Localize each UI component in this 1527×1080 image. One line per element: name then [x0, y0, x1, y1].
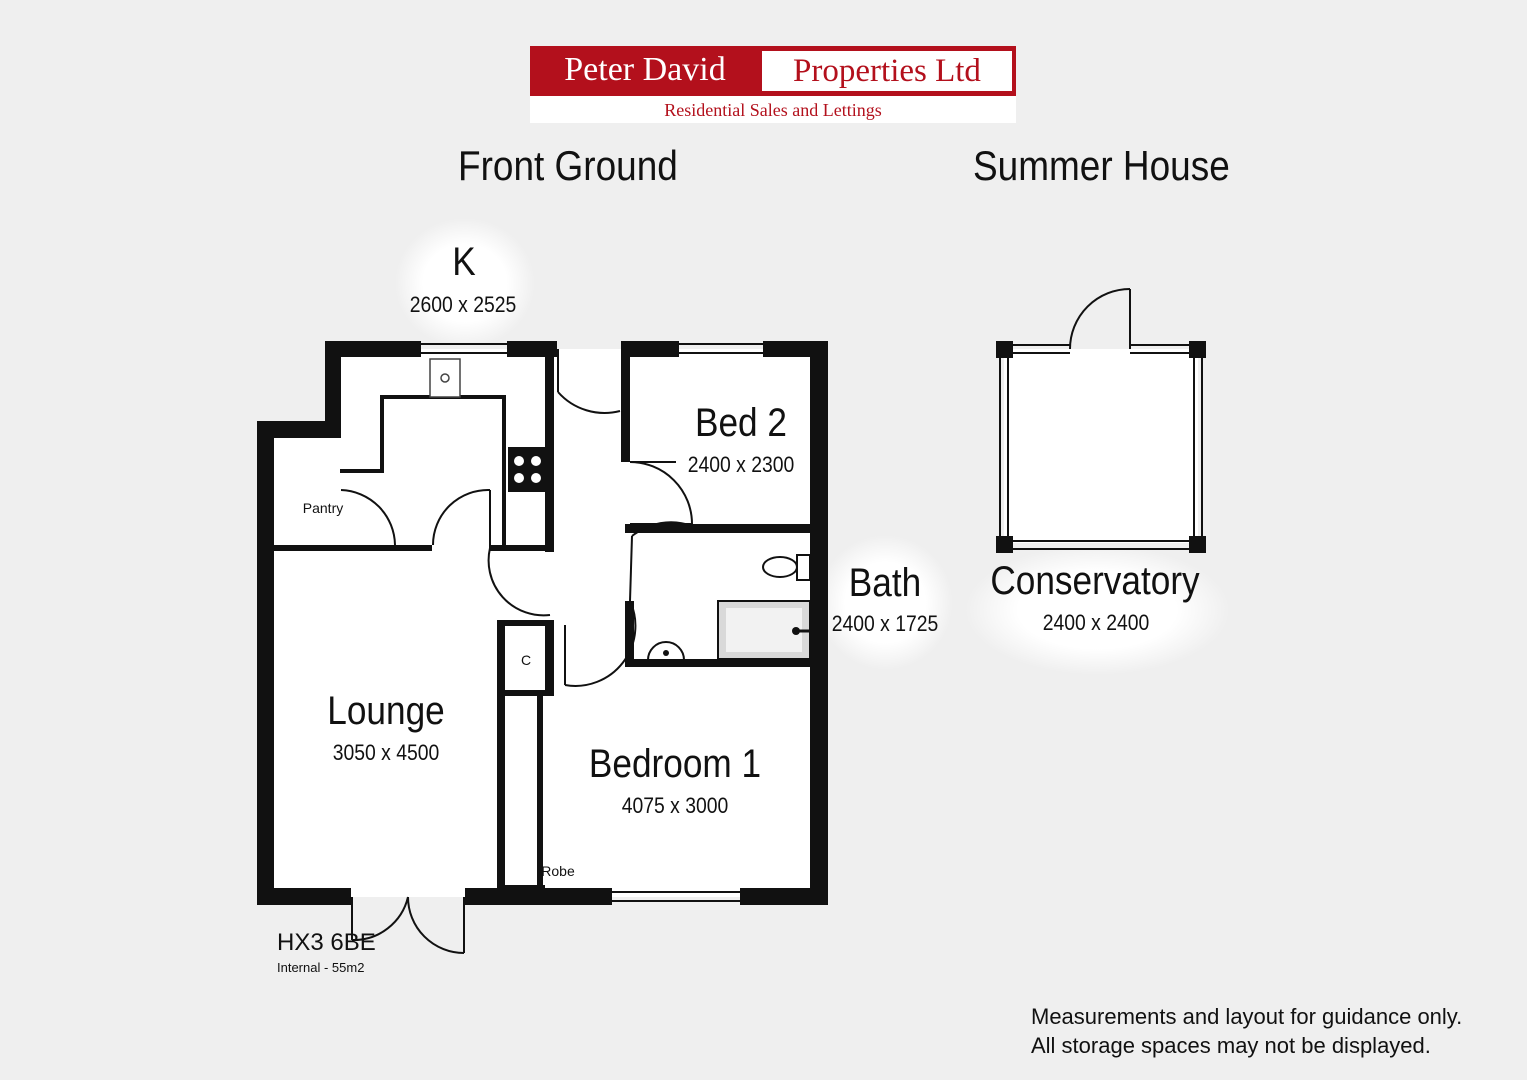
summer-house-plan: [996, 288, 1206, 553]
kitchen-fixtures: [429, 358, 546, 492]
exterior-walls: [257, 341, 828, 905]
summer-house-title: Summer House: [973, 142, 1230, 189]
logo-tagline: Residential Sales and Lettings: [530, 96, 1016, 123]
disclaimer-line-2: All storage spaces may not be displayed.: [1031, 1033, 1431, 1058]
kitchen-name: K: [452, 240, 476, 284]
front-ground-plan: [257, 341, 828, 954]
windows: [421, 343, 763, 902]
bathroom-fixtures: [646, 554, 811, 661]
conservatory-glazing: [999, 344, 1203, 550]
hob: [508, 447, 546, 492]
bath-name: Bath: [848, 561, 922, 605]
conservatory-dims: 2400 x 2400: [1042, 610, 1150, 635]
company-logo: Peter David Properties Ltd Residential S…: [530, 46, 1016, 123]
lounge-dims: 3050 x 4500: [332, 740, 440, 765]
bed2-dims: 2400 x 2300: [687, 452, 795, 477]
toilet: [762, 556, 798, 578]
conservatory-name: Conservatory: [990, 559, 1200, 603]
logo-name-right: Properties Ltd: [762, 51, 1012, 91]
conservatory-floor: [1004, 349, 1198, 543]
conservatory-door: [1069, 288, 1131, 350]
lounge-name: Lounge: [327, 689, 445, 733]
pantry-label: Pantry: [302, 500, 344, 516]
cupboard-label: C: [520, 652, 532, 668]
robe-label: Robe: [541, 863, 575, 879]
front-ground-title: Front Ground: [458, 142, 678, 189]
bedroom1-name: Bedroom 1: [588, 742, 762, 786]
bed2-name: Bed 2: [695, 401, 787, 445]
kitchen-label-glow: [395, 218, 535, 348]
disclaimer-line-1: Measurements and layout for guidance onl…: [1031, 1004, 1463, 1029]
sink-drain: [440, 373, 450, 383]
bath-dims: 2400 x 1725: [831, 611, 939, 636]
kitchen-dims: 2600 x 2525: [409, 292, 517, 317]
conservatory-posts: [996, 341, 1206, 553]
kitchen-sink: [429, 358, 461, 398]
bedroom1-dims: 4075 x 3000: [621, 793, 729, 818]
bath-label-glow: [818, 535, 953, 670]
conservatory-label-glow: [965, 545, 1230, 675]
door-swings: [340, 349, 693, 954]
disclaimer: Measurements and layout for guidance onl…: [1031, 1002, 1462, 1060]
logo-name-left: Peter David: [564, 51, 726, 88]
postcode: HX3 6BE: [277, 929, 376, 956]
internal-area: Internal - 55m2: [277, 960, 365, 975]
